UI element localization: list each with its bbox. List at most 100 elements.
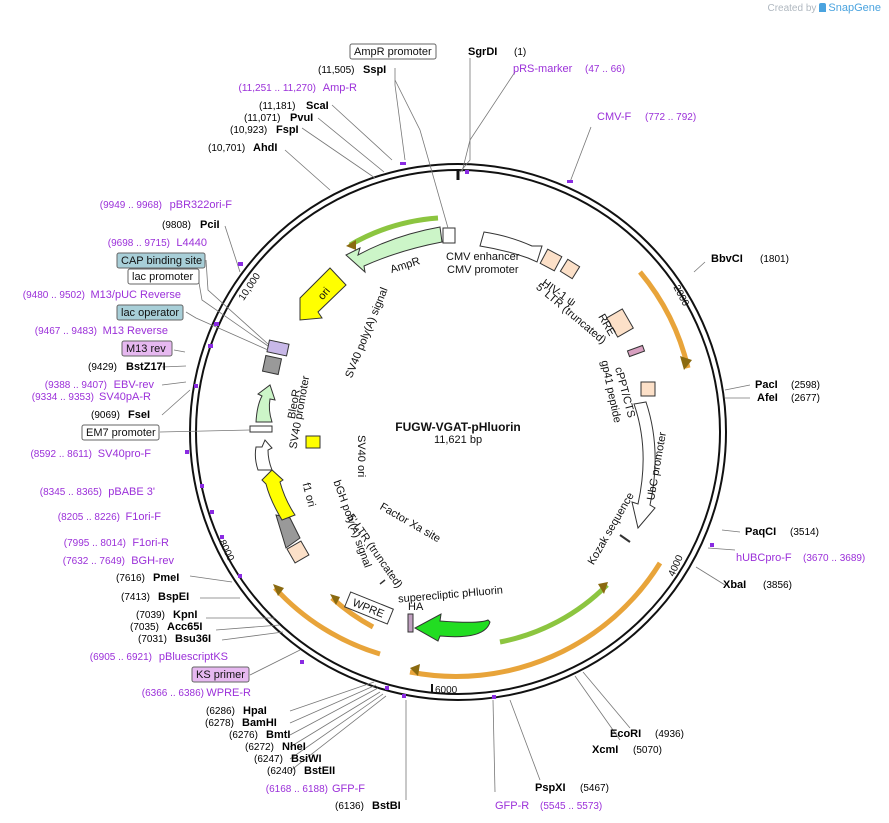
- feature-kozak: [619, 534, 631, 543]
- primer-sv40pro-f[interactable]: SV40pro-F: [98, 448, 151, 460]
- leader-lines: [159, 58, 751, 800]
- feature-em7: [249, 425, 273, 433]
- primer-sv40pa-r[interactable]: SV40pA-R: [99, 391, 151, 403]
- site-nhei-pos: (6272): [245, 742, 274, 753]
- primer-l4440[interactable]: L4440: [176, 237, 207, 249]
- site-pspxi[interactable]: PspXI: [535, 782, 566, 794]
- site-pcii[interactable]: PciI: [200, 219, 220, 231]
- lac-operator-box[interactable]: [116, 304, 184, 321]
- site-paci[interactable]: PacI: [755, 379, 778, 391]
- primer-bgh-rev[interactable]: BGH-rev: [131, 555, 174, 567]
- feature-phluorin: [413, 613, 491, 642]
- site-sgrdi[interactable]: SgrDI: [468, 46, 497, 58]
- primer-gfp-r[interactable]: GFP-R: [495, 800, 529, 812]
- label-f1-ori: f1 ori: [300, 482, 318, 509]
- site-afei[interactable]: AfeI: [757, 392, 778, 404]
- site-acc65i-pos: (7035): [130, 622, 159, 633]
- primer-ebv-rev[interactable]: EBV-rev: [114, 379, 155, 391]
- ks-primer-box[interactable]: [191, 666, 250, 683]
- site-sspi[interactable]: SspI: [363, 64, 386, 76]
- primer-pbluescriptks[interactable]: pBluescriptKS: [159, 651, 228, 663]
- feature-lac: [266, 339, 290, 357]
- primer-f1ori-r[interactable]: F1ori-R: [132, 537, 169, 549]
- site-bsteii[interactable]: BstEII: [304, 765, 335, 777]
- primer-wpre-r[interactable]: WPRE-R: [206, 687, 251, 699]
- site-bspei-pos: (7413): [121, 592, 150, 603]
- site-ecori-pos: (4936): [655, 729, 684, 740]
- site-scai[interactable]: ScaI: [306, 100, 329, 112]
- feature-sv40pa: [261, 354, 283, 376]
- feature-grey-lower: [275, 514, 301, 549]
- primer-m13-reverse[interactable]: M13 Reverse: [103, 325, 168, 337]
- site-ecori[interactable]: EcoRI: [610, 728, 641, 740]
- primer-pbr322ori-f-range: (9949 .. 9968): [100, 200, 162, 211]
- cap-site-box[interactable]: [116, 252, 206, 269]
- site-xcmi-pos: (5070): [633, 745, 662, 756]
- site-bsiwi[interactable]: BsiWI: [291, 753, 322, 765]
- label-ampr: AmpR: [389, 255, 422, 276]
- m13-rev-box[interactable]: [121, 340, 173, 357]
- label-5ltr: 5' LTR (truncated): [533, 281, 608, 346]
- site-nhei[interactable]: NheI: [282, 741, 306, 753]
- site-paqci[interactable]: PaqCI: [745, 526, 776, 538]
- primer-prs-marker[interactable]: pRS-marker: [513, 63, 573, 75]
- feature-ampr-promoter: [442, 227, 456, 244]
- primer-gfp-f-range: (6168 .. 6188): [266, 784, 328, 795]
- site-sspi-pos: (11,505): [318, 65, 355, 76]
- primer-l4440-range: (9698 .. 9715): [108, 238, 170, 249]
- ampr-promoter-box[interactable]: [349, 43, 437, 60]
- site-bstz17i[interactable]: BstZ17I: [126, 361, 166, 373]
- site-bsu36i[interactable]: Bsu36I: [175, 633, 211, 645]
- backbone-outer: [189, 163, 727, 701]
- site-bspei[interactable]: BspEI: [158, 591, 189, 603]
- site-ahdi[interactable]: AhdI: [253, 142, 277, 154]
- primer-f1ori-f[interactable]: F1ori-F: [126, 511, 162, 523]
- primer-pbluescriptks-range: (6905 .. 6921): [90, 652, 152, 663]
- site-fsei[interactable]: FseI: [128, 409, 150, 421]
- site-scai-pos: (11,181): [259, 101, 296, 112]
- site-bbvci[interactable]: BbvCI: [711, 253, 743, 265]
- site-hpai-pos: (6286): [206, 706, 235, 717]
- site-acc65i[interactable]: Acc65I: [167, 621, 202, 633]
- site-bmti[interactable]: BmtI: [266, 729, 290, 741]
- site-pmei-pos: (7616): [116, 573, 145, 584]
- site-bstbi[interactable]: BstBI: [372, 800, 401, 812]
- site-fspi-pos: (10,923): [230, 125, 267, 136]
- primer-m13-reverse-range: (9467 .. 9483): [35, 326, 97, 337]
- feature-arc-green-bottom: [499, 583, 609, 645]
- feature-arc-green-top: [348, 215, 439, 248]
- site-xcmi[interactable]: XcmI: [592, 744, 618, 756]
- label-factorxa: Factor Xa site: [378, 501, 443, 545]
- site-hpai[interactable]: HpaI: [243, 705, 267, 717]
- site-fspi[interactable]: FspI: [276, 124, 299, 136]
- site-fsei-pos: (9069): [91, 410, 120, 421]
- em7-promoter-box[interactable]: [81, 424, 160, 441]
- site-bsu36i-pos: (7031): [138, 634, 167, 645]
- primer-amp-r[interactable]: Amp-R: [323, 82, 357, 94]
- primer-cmv-f[interactable]: CMV-F: [597, 111, 632, 123]
- site-bstz17i-pos: (9429): [88, 362, 117, 373]
- primer-bgh-rev-range: (7632 .. 7649): [63, 556, 125, 567]
- feature-cppt: [626, 344, 646, 358]
- primer-gfp-f[interactable]: GFP-F: [332, 783, 365, 795]
- site-bsteii-pos: (6240): [267, 766, 296, 777]
- site-pmei[interactable]: PmeI: [153, 572, 179, 584]
- lac-promoter-box[interactable]: [127, 268, 200, 285]
- site-bamhi[interactable]: BamHI: [242, 717, 277, 729]
- site-kpni-pos: (7039): [136, 610, 165, 621]
- primer-amp-r-range: (11,251 .. 11,270): [239, 83, 316, 94]
- site-xbai-pos: (3856): [763, 580, 792, 591]
- primer-hubcpro-f[interactable]: hUBCpro-F: [736, 552, 792, 564]
- feature-sv40-promoter: [254, 439, 273, 471]
- em7-promoter-label: EM7 promoter: [86, 427, 156, 439]
- site-pvui[interactable]: PvuI: [290, 112, 313, 124]
- site-xbai[interactable]: XbaI: [723, 579, 746, 591]
- site-bbvci-pos: (1801): [760, 254, 789, 265]
- plasmid-length: 11,621 bp: [433, 434, 483, 446]
- primer-m13-puc-reverse[interactable]: M13/pUC Reverse: [91, 289, 181, 301]
- plasmid-title-block: FUGW-VGAT-pHluorin 11,621 bp: [358, 420, 558, 446]
- primer-pbr322ori-f[interactable]: pBR322ori-F: [170, 199, 233, 211]
- primer-pbabe-3[interactable]: pBABE 3': [108, 486, 155, 498]
- site-kpni[interactable]: KpnI: [173, 609, 197, 621]
